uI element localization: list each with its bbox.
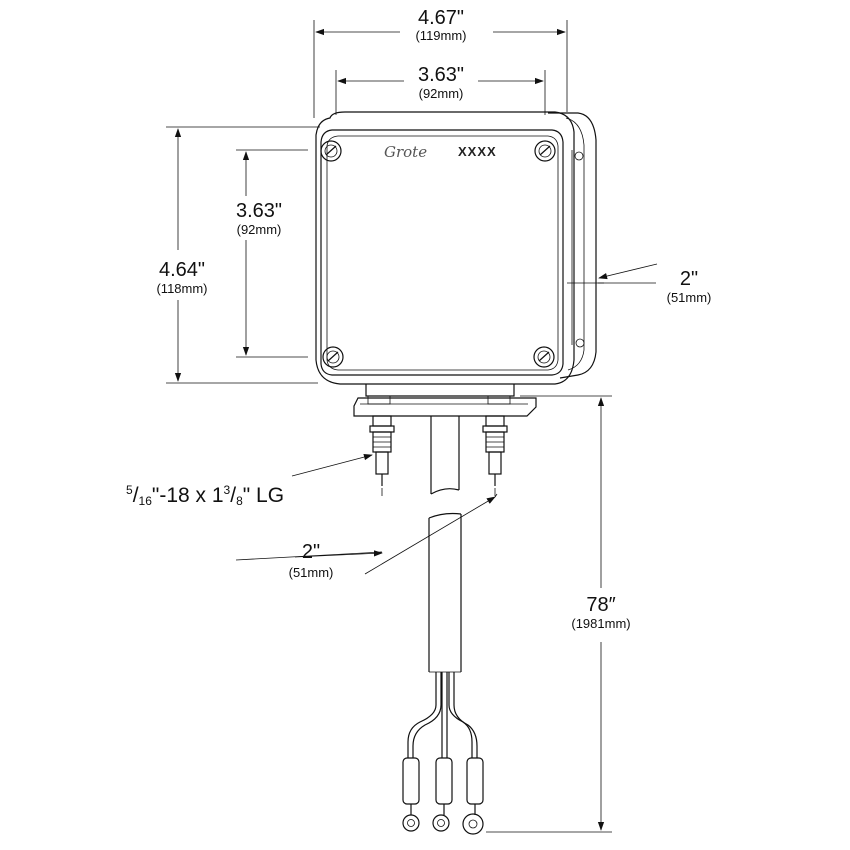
lens-width-mm: (92mm): [419, 86, 464, 101]
mounting-screw-bottom-left: [322, 346, 344, 368]
stud-frac2-den: 8: [236, 494, 243, 508]
stud-callout: 5/16"-18 x 13/8" LG: [126, 454, 373, 508]
terminal-left: [402, 757, 420, 832]
lens-height-mm: (92mm): [237, 222, 282, 237]
dimension-overall-width: 4.67" (119mm): [313, 7, 568, 118]
dimension-depth: 2" (51mm): [567, 263, 712, 305]
brand-logo: Grote: [384, 143, 427, 161]
overall-width-mm: (119mm): [415, 28, 466, 43]
stud-left: [369, 415, 395, 486]
stud-frac1-den: 16: [139, 494, 153, 508]
mounting-bracket: [353, 384, 537, 417]
dimension-overall-height: 4.64" (118mm): [156, 126, 320, 384]
overall-height-inches: 4.64": [159, 259, 205, 281]
lamp-housing: [315, 111, 597, 385]
power-cable: [428, 416, 462, 673]
stud-spec: 5/16"-18 x 13/8" LG: [126, 483, 284, 508]
stud-frac1-num: 5: [126, 483, 133, 497]
overall-height-mm: (118mm): [156, 281, 207, 296]
stud-tail: " LG: [243, 484, 284, 507]
part-number: XXXX: [458, 144, 497, 159]
stud-right: [482, 415, 508, 486]
depth-inches: 2": [680, 268, 698, 290]
dimension-lens-width: 3.63" (92mm): [335, 64, 546, 115]
stud-frac2-num: 3: [224, 483, 231, 497]
lead-length-inches: 78″: [586, 594, 615, 616]
overall-width-inches: 4.67": [418, 7, 464, 29]
stud-spacing-inches: 2": [302, 541, 320, 563]
dimension-lens-height: 3.63" (92mm): [236, 149, 308, 358]
stud-spacing-mm: (51mm): [289, 565, 334, 580]
terminal-middle: [432, 757, 453, 832]
wire-leads: [407, 672, 478, 758]
lens-width-inches: 3.63": [418, 64, 464, 86]
dimension-lead-length: 78″ (1981mm): [486, 395, 631, 833]
stud-middle: "-18 x 1: [152, 484, 224, 507]
mounting-screw-top-left: [320, 140, 342, 162]
terminal-right: [462, 757, 484, 835]
lens-height-inches: 3.63": [236, 200, 282, 222]
mounting-screw-bottom-right: [533, 346, 555, 368]
dimension-stud-spacing: 2" (51mm): [235, 488, 498, 580]
lead-length-mm: (1981mm): [571, 616, 630, 631]
depth-mm: (51mm): [667, 290, 712, 305]
mounting-screw-top-right: [534, 140, 556, 162]
